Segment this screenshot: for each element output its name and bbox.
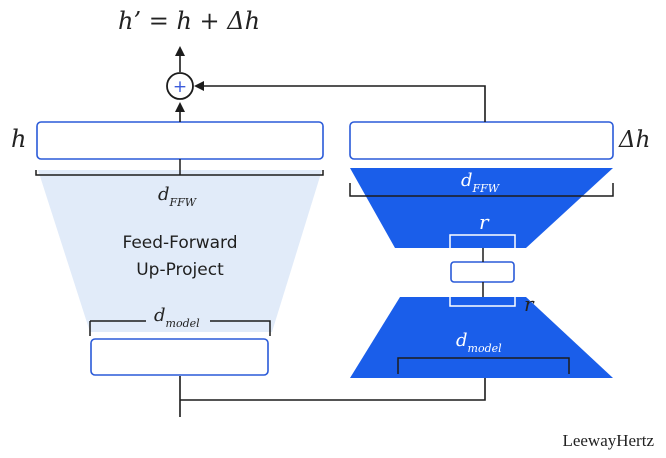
model-bracket-left (89, 320, 271, 336)
up-projection-trapezoid (350, 168, 613, 248)
hidden-state-box (36, 121, 324, 160)
model-bracket-right (397, 357, 570, 374)
ffw-dimension-right: dFFW (461, 170, 501, 195)
delta-to-add-line (194, 81, 486, 122)
feed-forward-trapezoid (38, 170, 322, 332)
ffw-dimension-left: dFFW (158, 184, 198, 209)
rank-bracket-top (449, 234, 516, 248)
delta-h-label: Δh (618, 127, 650, 153)
rank-label-top: r (479, 210, 490, 234)
output-equation: h’ = h + Δh (118, 7, 260, 35)
input-box (90, 338, 269, 376)
model-dimension-right: dmodel (456, 330, 502, 355)
model-dimension-left: dmodel (154, 305, 200, 330)
rank-bracket-bottom (449, 297, 516, 307)
delta-h-box (349, 121, 614, 160)
bottleneck-box (450, 261, 515, 283)
block-title-line2: Up-Project (136, 260, 224, 280)
add-icon: + (173, 77, 187, 97)
hidden-state-label: h (11, 125, 26, 153)
skip-connection-line (179, 376, 486, 417)
block-title-line1: Feed-Forward (122, 233, 237, 253)
add-node (166, 72, 194, 100)
ffw-bracket-right (349, 183, 614, 197)
leewayhertz-watermark: LeewayHertz (562, 431, 654, 450)
down-projection-trapezoid (350, 297, 613, 378)
rank-label-bottom: r (524, 292, 535, 316)
